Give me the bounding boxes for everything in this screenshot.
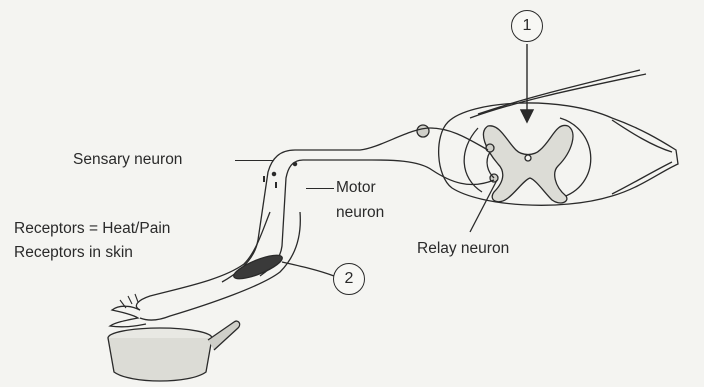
relay-pointer-line (470, 180, 497, 232)
sensory-neuron-leader (235, 160, 273, 161)
label-relay-neuron: Relay neuron (417, 239, 509, 258)
motor-neuron-leader (306, 188, 334, 189)
label-receptors-line2: Receptors in skin (14, 243, 133, 262)
pan-handle (208, 321, 240, 350)
grey-matter (483, 125, 572, 203)
muscle-pointer-line (282, 262, 334, 276)
hot-pan (108, 321, 240, 381)
central-canal (525, 155, 531, 161)
marker-1: 1 (511, 10, 543, 42)
label-sensory-neuron: Sensary neuron (73, 150, 182, 169)
marker-2: 2 (333, 263, 365, 295)
label-motor-neuron-line2: neuron (336, 203, 384, 222)
spinal-cord (417, 70, 678, 205)
marker-2-text: 2 (345, 270, 354, 287)
hand (110, 306, 146, 327)
dorsal-root-fibers (470, 70, 646, 118)
label-receptors-line1: Receptors = Heat/Pain (14, 219, 170, 238)
pointer-marker-1 (521, 44, 533, 122)
label-motor-neuron-line1: Motor (336, 178, 376, 197)
pan-body (108, 338, 212, 381)
dorsal-root-ganglion (417, 125, 429, 137)
marker-1-text: 1 (523, 17, 532, 34)
